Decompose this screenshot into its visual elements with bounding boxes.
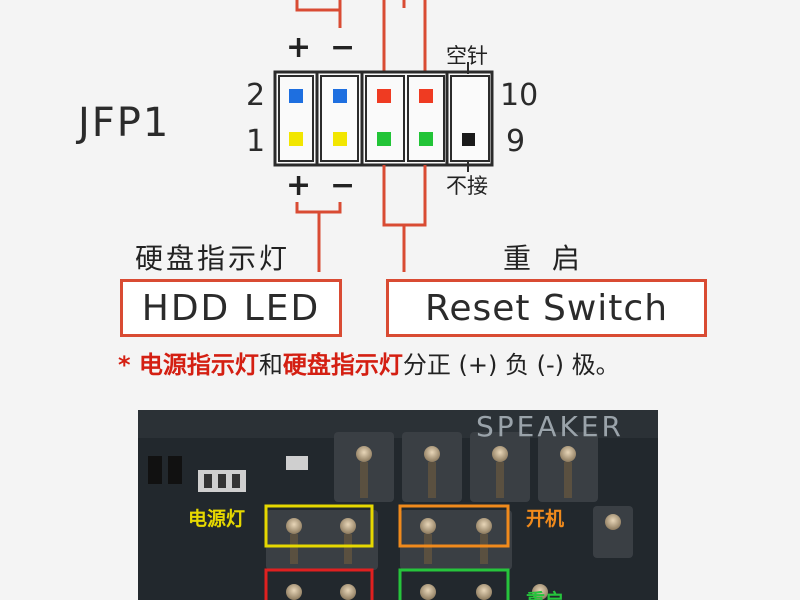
empty-pin-label: 空针 bbox=[446, 44, 488, 68]
pin-no-connect bbox=[462, 133, 475, 146]
reset-photo-label: 重启 bbox=[526, 586, 564, 600]
pin-yellow-1 bbox=[289, 132, 303, 146]
middle-pin-row bbox=[266, 506, 633, 570]
top-reset-wire bbox=[382, 0, 427, 75]
top-plus-sign: + bbox=[286, 30, 312, 65]
pin-well-3 bbox=[365, 75, 405, 162]
power-led-photo-label: 电源灯 bbox=[188, 508, 246, 530]
top-pin-row bbox=[334, 432, 598, 502]
pin-green-2 bbox=[419, 132, 433, 146]
no-connect-label: 不接 bbox=[446, 174, 488, 198]
pin-number-2: 2 bbox=[246, 78, 266, 113]
top-minus-sign: − bbox=[330, 30, 356, 65]
note-and: 和 bbox=[258, 351, 283, 379]
reset-highlight bbox=[398, 568, 510, 600]
power-switch-photo-label: 开机 bbox=[526, 508, 565, 530]
note-suffix: 分正 (+) 负 (-) 极。 bbox=[402, 351, 620, 379]
reset-wire bbox=[382, 165, 427, 272]
power-led-highlight bbox=[264, 504, 374, 548]
speaker-silkscreen: SPEAKER bbox=[476, 410, 625, 443]
note-power-led: 电源指示灯 bbox=[138, 351, 259, 379]
pin-reset-top-1 bbox=[377, 89, 391, 103]
power-switch-highlight bbox=[398, 504, 510, 548]
hdd-led-box: HDD LED bbox=[120, 279, 342, 337]
header-name: JFP1 bbox=[78, 100, 171, 146]
pin-hdd-minus-top bbox=[333, 89, 347, 103]
bottom-minus-sign: − bbox=[330, 168, 356, 203]
pin-reset-top-2 bbox=[419, 89, 433, 103]
reset-caption: 重 启 bbox=[503, 242, 586, 275]
pin-yellow-2 bbox=[333, 132, 347, 146]
hdd-wire bbox=[295, 202, 342, 272]
polarity-note: * 电源指示灯和硬盘指示灯分正 (+) 负 (-) 极。 bbox=[118, 345, 620, 380]
reset-switch-box: Reset Switch bbox=[386, 279, 707, 337]
top-led-wire bbox=[295, 0, 342, 12]
left-components bbox=[148, 456, 308, 492]
note-hdd-led: 硬盘指示灯 bbox=[282, 351, 403, 379]
note-prefix: * bbox=[118, 351, 139, 379]
pin-well-5 bbox=[450, 75, 490, 162]
jfp1-diagram bbox=[273, 0, 494, 272]
pin-number-9: 9 bbox=[506, 124, 526, 159]
pin-number-10: 10 bbox=[500, 78, 539, 113]
pin-well-2 bbox=[320, 75, 359, 162]
hdd-led-caption: 硬盘指示灯 bbox=[135, 242, 291, 275]
bottom-plus-sign: + bbox=[286, 168, 312, 203]
pin-well-1 bbox=[278, 75, 314, 162]
pin-number-1: 1 bbox=[246, 124, 266, 159]
connector-body bbox=[273, 70, 494, 167]
motherboard-photo: SPEAKER 电源灯 开机 重启 bbox=[138, 410, 658, 600]
hdd-highlight bbox=[264, 568, 374, 600]
pin-hdd-plus-top bbox=[289, 89, 303, 103]
pin-green-1 bbox=[377, 132, 391, 146]
pin-well-4 bbox=[407, 75, 445, 162]
motherboard-illustration bbox=[138, 410, 658, 600]
